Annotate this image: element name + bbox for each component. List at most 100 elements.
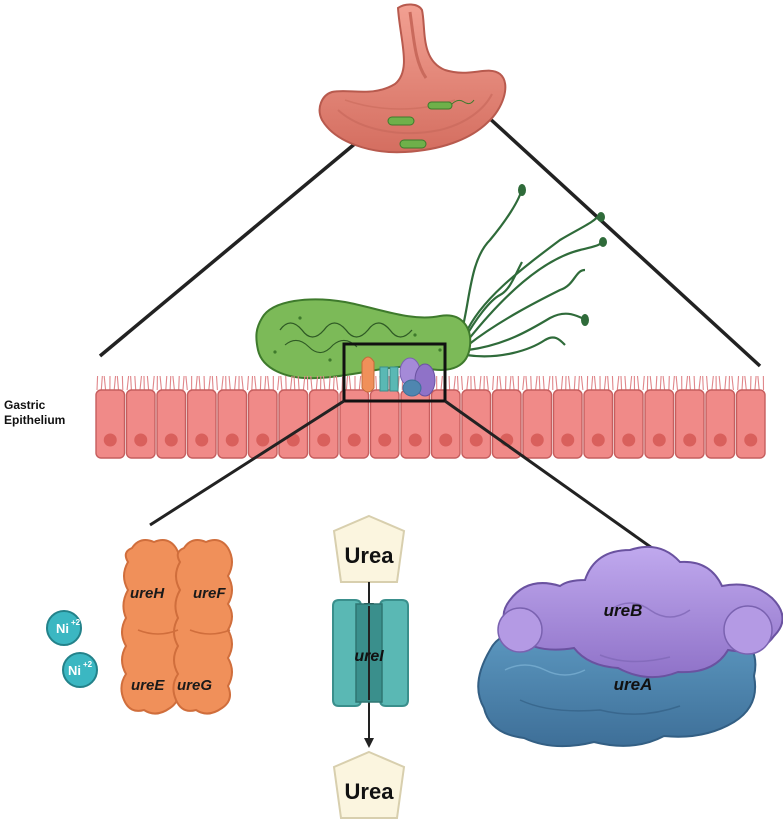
microvillus [702,375,704,391]
microvillus [535,375,538,391]
cell-nucleus [195,433,209,447]
microvillus [130,375,132,391]
cell-nucleus [134,433,148,447]
microvillus [672,375,675,391]
microvillus [629,375,633,391]
microvillus [146,375,150,391]
ni-charge-1: +2 [71,618,81,627]
epithelial-cell [125,389,156,459]
uree-label: ureE [131,677,165,694]
microvillus [547,375,551,391]
urea-molecule-bottom: Urea [332,750,406,819]
microvillus [718,375,722,391]
microvillus [332,375,335,391]
epithelial-cell [308,389,339,459]
epithelial-cell [705,389,736,459]
microvillus [538,375,541,391]
accessory-protein-right [172,539,233,715]
microvillus [737,375,740,391]
epithelial-cell [491,389,522,459]
ni-label-2: Ni [68,663,81,678]
microvillus [754,375,757,391]
microvillus [693,375,696,391]
microvillus [486,375,489,391]
microvillus [126,375,130,391]
microvillus [215,375,218,391]
microvillus [182,375,185,391]
accessory-proteins: ureH ureF ureE ureG [120,539,233,715]
microvillus [456,375,459,391]
microvillus [358,375,362,391]
microvillus [649,375,653,391]
microvillus [375,375,378,391]
cell-nucleus [744,433,758,447]
microvillus [724,375,727,391]
microvillus [267,375,270,391]
microvillus [624,375,627,391]
ure-b-subunit [502,546,783,679]
microvillus [152,375,155,391]
microvillus [259,375,262,391]
microvillus [116,375,120,391]
microvillus [289,375,293,391]
microvillus [335,375,339,391]
microvillus [662,375,666,391]
cell-nucleus [317,433,331,447]
microvillus [479,375,482,391]
microvillus [178,375,180,391]
cell-nucleus [591,433,605,447]
microvillus [741,375,744,391]
cell-nucleus [164,433,178,447]
microvillus [512,375,515,391]
microvillus [264,375,267,391]
cell-nucleus [713,433,727,447]
microvillus [100,375,103,391]
microvillus [453,375,456,391]
ureb-label: ureB [604,601,643,620]
microvillus [293,375,296,391]
microvillus [345,375,349,391]
epithelial-cell [156,389,187,459]
gastric-label-line2: Epithelium [4,413,66,427]
microvillus [509,375,512,391]
epithelial-cell [339,389,370,459]
microvillus [228,375,231,391]
microvillus [744,375,747,391]
microvillus [655,375,658,391]
microvillus [659,375,662,391]
microvillus [757,375,760,391]
microvillus [208,375,211,391]
microvillus [448,375,451,391]
microvillus [172,375,175,391]
helicobacter-bacterium-icon [255,298,472,380]
ureh-label: ureH [130,585,165,602]
microvillus [221,375,224,391]
stomach-icon [318,3,507,154]
microvillus [593,375,597,391]
cell-nucleus [622,433,636,447]
microvillus [560,375,564,391]
microvillus [731,375,734,391]
microvillus [322,375,326,391]
microvillus [185,375,188,391]
microvillus [251,375,254,391]
flagella-tips [518,184,607,326]
microvillus [165,375,168,391]
cell-nucleus [225,433,239,447]
microvillus [134,375,137,391]
urea-label-subunit: ureA [614,675,653,694]
bacterium-flagella [460,187,605,358]
epithelial-cell [522,389,553,459]
urease-channel-icon: ureI [332,599,409,707]
microvillus [310,375,313,391]
microvillus [636,375,640,391]
microvillus [620,375,623,391]
microvillus [234,375,237,391]
microvillus [616,375,620,391]
microvillus [496,375,499,391]
microvillus [254,375,257,391]
microvillus [688,375,691,391]
microvillus [328,375,331,391]
cell-nucleus [652,433,666,447]
membrane-proteins [361,356,436,397]
